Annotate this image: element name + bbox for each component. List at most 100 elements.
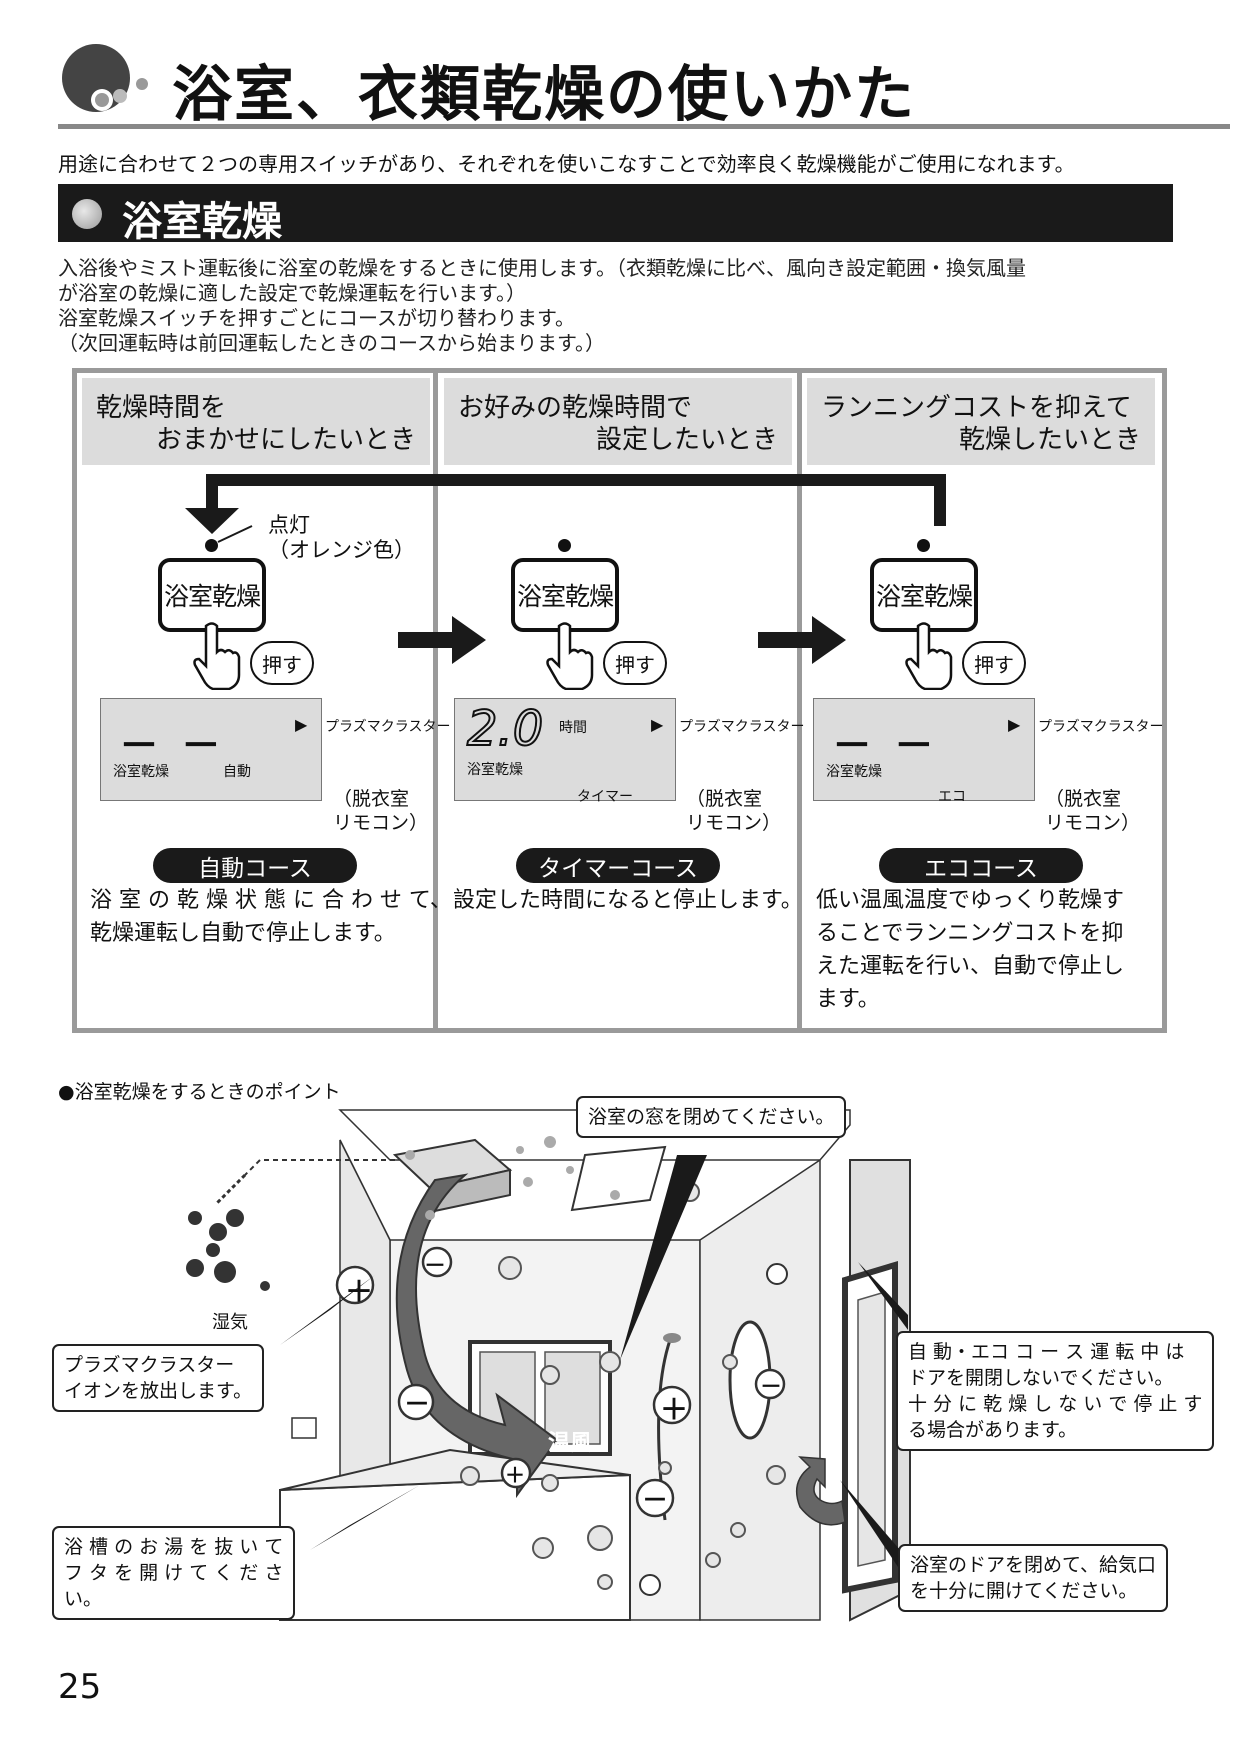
callout-bathtub: 浴 槽 の お 湯 を 抜 い て フ タ を 開 け て く だ さ い。 <box>52 1526 296 1620</box>
pointing-hand-icon <box>546 622 594 690</box>
remote-line: リモコン） <box>1045 812 1141 834</box>
callout-door-vent: 浴室のドアを閉めて、給気口 を十分に開けてください。 <box>898 1544 1169 1612</box>
points-title: ●浴室乾燥をするときのポイント <box>58 1081 341 1103</box>
bathroom-illustration <box>186 1109 911 1622</box>
lcd-arrow-icon: ▶ <box>1008 715 1021 734</box>
desc-line: （次回運転時は前回運転したときのコースから始まります。） <box>58 331 605 355</box>
callout-line: る場合があります。 <box>908 1419 1078 1441</box>
callout-line: 十 分 に 乾 燥 し な い で 停 止 す <box>908 1393 1203 1415</box>
page-number: 25 <box>58 1667 102 1707</box>
section-banner <box>58 184 1173 242</box>
minus-ion-icon: － <box>404 1390 431 1420</box>
desc-line: が浴室の乾燥に適した設定で乾燥運転を行います。） <box>58 281 526 305</box>
course-desc-timer: 設定した時間になると停止します。 <box>453 884 803 917</box>
course-header-timer: お好みの乾燥時間で 設定したいとき <box>444 378 792 465</box>
moisture-label: 湿気 <box>212 1312 248 1333</box>
lcd-course-label: タイマー <box>577 789 633 805</box>
pointing-hand-icon <box>193 622 241 690</box>
callout-door-warning: 自 動・エコ コ ー ス 運 転 中 は ドアを開閉しないでください。 十 分 … <box>896 1331 1215 1451</box>
callout-line: 浴室のドアを閉めて、給気口 <box>910 1554 1157 1576</box>
course-desc-line: 乾燥運転し自動で停止します。 <box>90 921 396 946</box>
plus-ion-icon: ＋ <box>345 1275 374 1308</box>
remote-location-label: （脱衣室 リモコン） <box>333 787 428 835</box>
column-divider <box>797 368 802 1033</box>
section-description: 入浴後やミスト運転後に浴室の乾燥をするときに使用します。（衣類乾燥に比べ、風向き… <box>58 256 1173 356</box>
column-divider <box>433 368 438 1033</box>
indicator-line: （オレンジ色） <box>268 538 415 562</box>
push-label: 押す <box>250 641 314 685</box>
remote-line: （脱衣室 <box>1045 788 1122 810</box>
course-desc-auto: 浴 室 の 乾 燥 状 態 に 合 わ せ て、 乾燥運転し自動で停止します。 <box>90 884 452 950</box>
course-desc-line: 低い温風温度でゆっくり乾燥す <box>816 888 1125 913</box>
course-header-line: 設定したいとき <box>595 425 778 455</box>
push-label: 押す <box>603 641 667 685</box>
desc-line: 浴室乾燥スイッチを押すごとにコースが切り替わります。 <box>58 306 575 330</box>
minus-ion-icon: － <box>642 1486 669 1516</box>
indicator-lamp <box>205 539 218 552</box>
course-cycle-arrows <box>185 474 946 664</box>
indicator-lamp <box>558 539 571 552</box>
course-name-auto: 自動コース <box>153 848 357 883</box>
indicator-line: 点灯 <box>268 513 310 537</box>
course-header-auto: 乾燥時間を おまかせにしたいとき <box>82 378 430 465</box>
callout-line: フ タ を 開 け て く だ さ <box>64 1562 284 1584</box>
course-name-eco: エココース <box>879 848 1083 883</box>
lcd-course-label: 自動 <box>223 764 251 780</box>
push-label: 押す <box>962 641 1026 685</box>
course-desc-eco: 低い温風温度でゆっくり乾燥す ることでランニングコストを抑 えた運転を行い、自動… <box>816 884 1161 1016</box>
course-desc-line: ます。 <box>816 987 880 1012</box>
pointing-hand-icon <box>905 622 953 690</box>
minus-ion-icon: － <box>760 1375 783 1400</box>
section-bullet-icon <box>72 199 102 229</box>
remote-location-label: （脱衣室 リモコン） <box>1045 787 1140 835</box>
remote-line: （脱衣室 <box>333 788 410 810</box>
remote-line: （脱衣室 <box>686 788 763 810</box>
callout-plasmacluster: プラズマクラスター イオンを放出します。 <box>52 1344 265 1412</box>
section-title: 浴室乾燥 <box>122 199 282 245</box>
course-header-eco: ランニングコストを抑えて 乾燥したいとき <box>807 378 1155 465</box>
lcd-arrow-icon: ▶ <box>651 715 664 734</box>
remote-lcd-eco: － － ▶ 浴室乾燥 エコ <box>813 698 1035 805</box>
callout-line: ドアを開閉しないでください。 <box>908 1367 1174 1389</box>
lcd-unit: 時間 <box>559 720 587 736</box>
course-panel <box>72 368 1167 1033</box>
lcd-course-label: エコ <box>938 789 966 805</box>
course-desc-line: 浴 室 の 乾 燥 状 態 に 合 わ せ て、 <box>90 888 452 913</box>
remote-lcd-auto: － － ▶ 浴室乾燥 自動 <box>100 698 322 801</box>
remote-line: リモコン） <box>686 812 782 834</box>
intro-text: 用途に合わせて２つの専用スイッチがあり、それぞれを使いこなすことで効率良く乾燥機… <box>58 152 1075 176</box>
callout-line: 浴 槽 の お 湯 を 抜 い て <box>64 1536 284 1558</box>
callout-line: イオンを放出します。 <box>64 1380 253 1402</box>
lcd-digits: 2.0 <box>466 700 544 758</box>
minus-ion-icon: － <box>424 1254 447 1279</box>
callout-line: 浴室の窓を閉めてください。 <box>588 1106 835 1128</box>
plasmacluster-label: プラズマクラスター <box>325 719 451 735</box>
callout-line: を十分に開けてください。 <box>910 1580 1138 1602</box>
course-desc-line: ることでランニングコストを抑 <box>816 921 1124 946</box>
callout-line: い。 <box>64 1588 103 1610</box>
course-header-line: お好みの乾燥時間で <box>458 393 693 423</box>
course-header-line: ランニングコストを抑えて <box>821 393 1132 423</box>
course-header-line: 乾燥したいとき <box>958 425 1141 455</box>
plasmacluster-label: プラズマクラスター <box>679 719 805 735</box>
header-rule <box>58 124 1230 129</box>
lcd-digits: － － <box>832 723 938 769</box>
desc-line: 入浴後やミスト運転後に浴室の乾燥をするときに使用します。（衣類乾燥に比べ、風向き… <box>58 256 1026 280</box>
lcd-mode-label: 浴室乾燥 <box>467 762 523 778</box>
course-header-line: 乾燥時間を <box>96 393 227 423</box>
course-desc-line: えた運転を行い、自動で停止し <box>816 954 1125 979</box>
indicator-lamp <box>917 539 930 552</box>
lcd-mode-label: 浴室乾燥 <box>113 764 169 780</box>
callout-line: プラズマクラスター <box>64 1354 235 1376</box>
indicator-label: 点灯 （オレンジ色） <box>268 513 415 563</box>
bath-dry-switch[interactable]: 浴室乾燥 <box>158 558 266 632</box>
callout-line: 自 動・エコ コ ー ス 運 転 中 は <box>908 1341 1185 1363</box>
plasmacluster-label: プラズマクラスター <box>1038 719 1164 735</box>
course-desc-line: 設定した時間になると停止します。 <box>453 888 803 913</box>
remote-line: リモコン） <box>333 812 429 834</box>
page-title: 浴室、衣類乾燥の使いかた <box>172 60 916 130</box>
remote-lcd-timer: 2.0 時間 ▶ 浴室乾燥 タイマー <box>454 698 676 805</box>
callout-close-window: 浴室の窓を閉めてください。 <box>576 1096 847 1138</box>
lcd-digits: － － <box>119 723 225 769</box>
plus-ion-icon: ＋ <box>505 1463 525 1487</box>
